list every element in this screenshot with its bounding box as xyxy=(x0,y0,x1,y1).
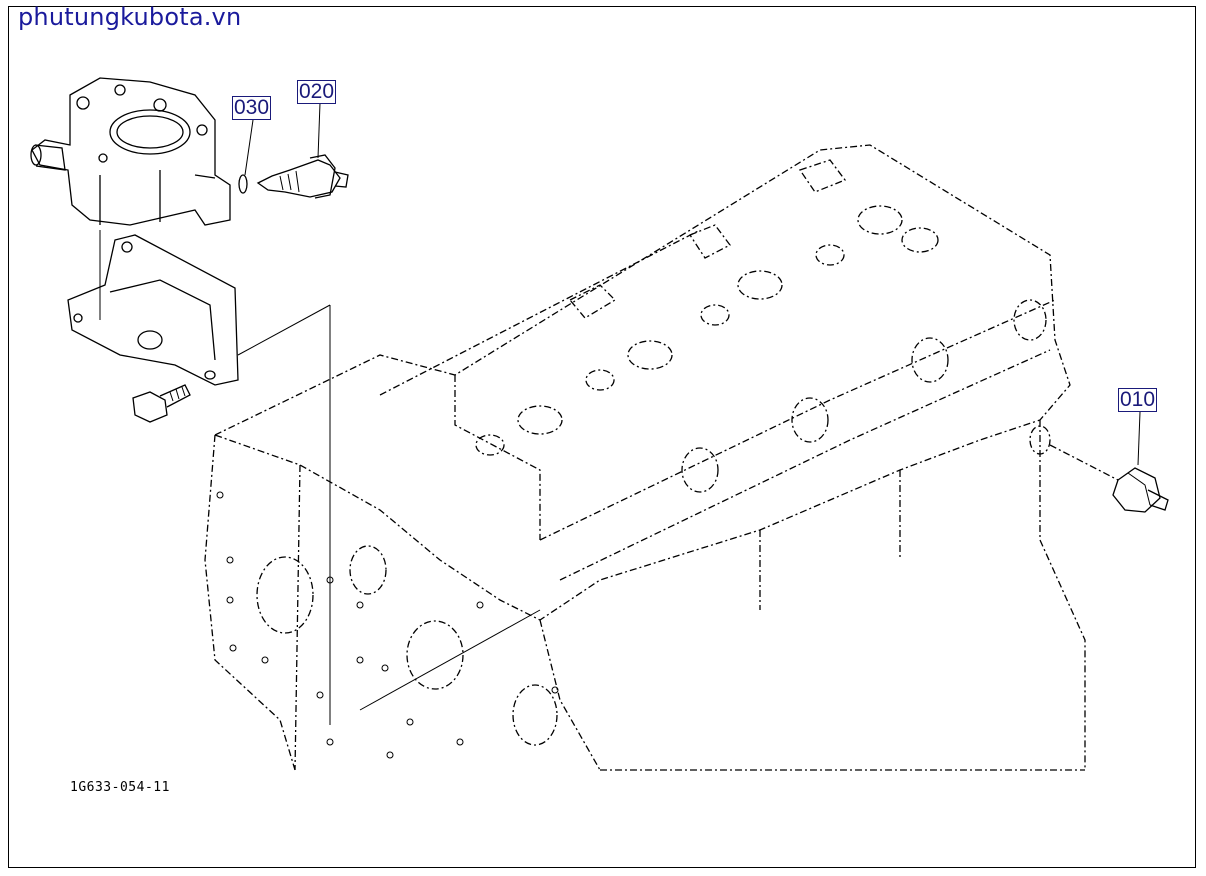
engine-cylinder-head xyxy=(204,144,1086,771)
callout-030[interactable]: 030 xyxy=(232,96,272,120)
thermostat-bracket xyxy=(67,230,331,386)
part-030-o-ring xyxy=(238,119,254,194)
part-010-oil-pressure-switch xyxy=(1049,411,1169,513)
callout-020[interactable]: 020 xyxy=(297,80,337,104)
part-020-temperature-sensor xyxy=(256,102,349,199)
drawing-number: 1G633-054-11 xyxy=(70,780,170,795)
thermostat-housing xyxy=(30,77,231,226)
drawing-frame xyxy=(8,6,1196,868)
callout-010[interactable]: 010 xyxy=(1118,388,1158,412)
engine-bolt-holes xyxy=(256,205,1051,746)
flange-bolt xyxy=(132,384,191,423)
watermark-text: phutungkubota.vn xyxy=(18,3,242,31)
